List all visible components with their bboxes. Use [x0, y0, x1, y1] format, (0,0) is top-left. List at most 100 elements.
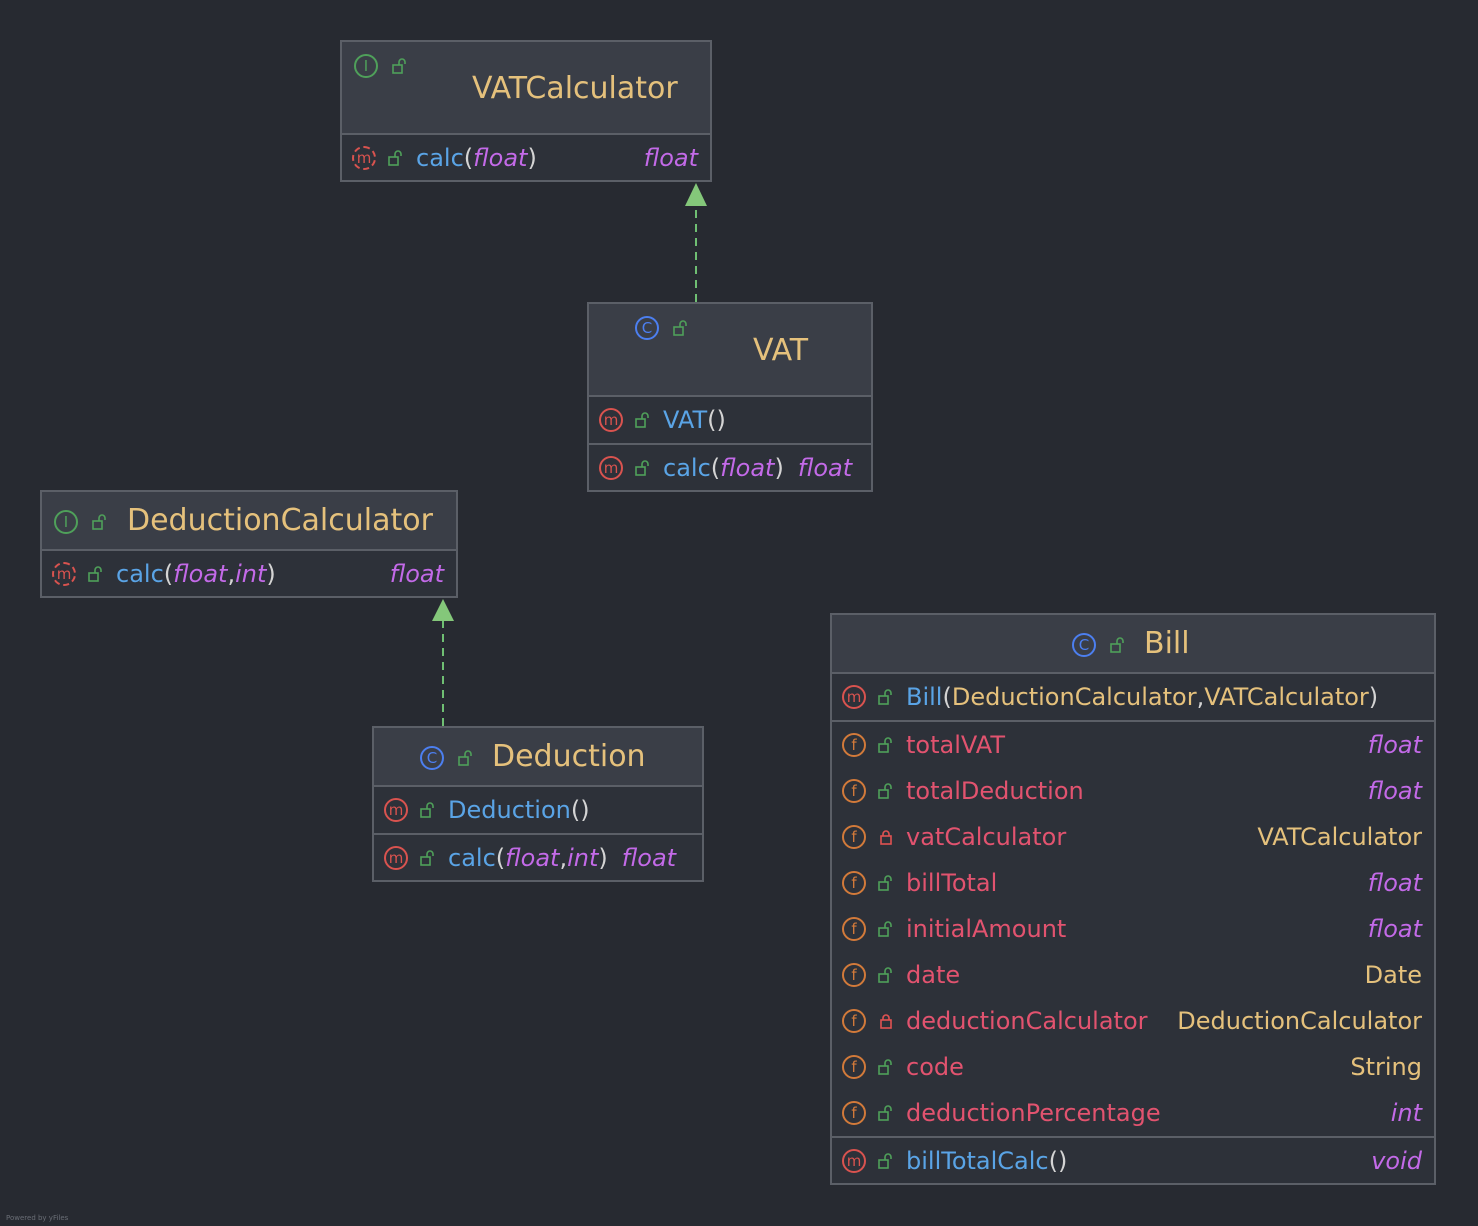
public-lock-icon [1110, 637, 1126, 653]
node-deductioncalculator[interactable]: I DeductionCalculator m calc(float, int)… [40, 490, 458, 598]
field-type: float [1367, 869, 1422, 897]
param-type: float [505, 844, 560, 872]
constructor-row[interactable]: m VAT() [589, 397, 871, 443]
method-row[interactable]: m calc(float) float [589, 445, 871, 491]
method-icon: m [842, 685, 866, 709]
field-icon: f [842, 825, 866, 849]
param-type: int [235, 560, 267, 588]
field-type: Date [1364, 961, 1422, 989]
class-name: Bill [1144, 626, 1190, 661]
edge-vat-implements-vatcalculator [685, 183, 707, 302]
public-lock-icon [420, 802, 436, 818]
class-name: DeductionCalculator [127, 503, 433, 538]
interface-icon: I [54, 510, 78, 534]
method-icon: m [842, 1149, 866, 1173]
field-type: float [1367, 777, 1422, 805]
field-type: int [1390, 1099, 1422, 1127]
param-type: int [567, 844, 599, 872]
field-row[interactable]: f initialAmount float [832, 906, 1434, 952]
public-lock-icon [878, 1153, 894, 1169]
method-row[interactable]: m calc(float, int) float [374, 835, 702, 881]
constructor-name: Deduction [448, 796, 571, 824]
class-name: VATCalculator [472, 71, 678, 106]
node-header: C VAT [589, 304, 871, 397]
return-type: float [621, 844, 677, 872]
public-lock-icon [388, 150, 404, 166]
return-type: float [389, 560, 444, 588]
node-vatcalculator[interactable]: I VATCalculator m calc(float) float [340, 40, 712, 182]
method-name: calc [116, 560, 164, 588]
public-lock-icon [88, 566, 104, 582]
public-lock-icon [878, 689, 894, 705]
field-name: vatCalculator [906, 823, 1067, 851]
method-name: calc [663, 454, 711, 482]
constructor-name: Bill [906, 683, 943, 711]
footer-credit: Powered by yFiles [6, 1214, 69, 1222]
param-type: DeductionCalculator [951, 683, 1197, 711]
arrowhead-icon [685, 183, 707, 206]
param-type: float [473, 144, 528, 172]
abstract-method-icon: m [52, 562, 76, 586]
field-icon: f [842, 733, 866, 757]
fields-section: f totalVAT float f totalDeduction float f vatCa… [832, 720, 1434, 1136]
field-type: DeductionCalculator [1177, 1007, 1422, 1035]
field-row[interactable]: f totalDeduction float [832, 768, 1434, 814]
node-header: I VATCalculator [342, 42, 710, 135]
public-lock-icon [878, 783, 894, 799]
public-lock-icon [635, 412, 651, 428]
abstract-method-icon: m [352, 146, 376, 170]
param-type: VATCalculator [1204, 683, 1369, 711]
node-header: C Bill [832, 615, 1434, 674]
field-name: initialAmount [906, 915, 1067, 943]
node-vat[interactable]: C VAT m VAT() m calc(float) float [587, 302, 873, 492]
node-deduction[interactable]: C Deduction m Deduction() m calc(float, … [372, 726, 704, 882]
field-name: code [906, 1053, 964, 1081]
public-lock-icon [635, 460, 651, 476]
field-name: totalDeduction [906, 777, 1084, 805]
interface-icon: I [354, 54, 378, 78]
method-name: billTotalCalc [906, 1147, 1049, 1175]
arrowhead-icon [432, 599, 454, 621]
field-name: deductionPercentage [906, 1099, 1161, 1127]
public-lock-icon [878, 1105, 894, 1121]
class-icon: C [420, 746, 444, 770]
field-name: billTotal [906, 869, 998, 897]
method-row[interactable]: m calc(float) float [342, 135, 710, 181]
constructor-row[interactable]: m Bill(DeductionCalculator, VATCalculato… [832, 674, 1434, 720]
field-name: date [906, 961, 961, 989]
field-type: float [1367, 915, 1422, 943]
class-name: VAT [753, 333, 809, 368]
public-lock-icon [878, 875, 894, 891]
field-name: totalVAT [906, 731, 1005, 759]
field-icon: f [842, 963, 866, 987]
node-header: C Deduction [374, 728, 702, 787]
class-icon: C [635, 316, 659, 340]
field-name: deductionCalculator [906, 1007, 1148, 1035]
method-icon: m [384, 846, 408, 870]
private-lock-icon [878, 829, 894, 845]
param-type: float [720, 454, 775, 482]
public-lock-icon [878, 737, 894, 753]
class-name: Deduction [492, 739, 646, 774]
public-lock-icon [878, 1059, 894, 1075]
field-icon: f [842, 779, 866, 803]
field-row[interactable]: f date Date [832, 952, 1434, 998]
field-icon: f [842, 917, 866, 941]
edge-deduction-implements-deductioncalculator [432, 599, 454, 726]
method-icon: m [384, 798, 408, 822]
method-name: calc [416, 144, 464, 172]
constructor-row[interactable]: m Deduction() [374, 787, 702, 833]
method-row[interactable]: m billTotalCalc() void [832, 1138, 1434, 1184]
field-icon: f [842, 1009, 866, 1033]
node-header: I DeductionCalculator [42, 492, 456, 551]
class-icon: C [1072, 633, 1096, 657]
node-bill[interactable]: C Bill m Bill(DeductionCalculator, VATCa… [830, 613, 1436, 1185]
method-row[interactable]: m calc(float, int) float [42, 551, 456, 597]
public-lock-icon [392, 58, 408, 74]
field-row[interactable]: f deductionCalculator DeductionCalculator [832, 998, 1434, 1044]
